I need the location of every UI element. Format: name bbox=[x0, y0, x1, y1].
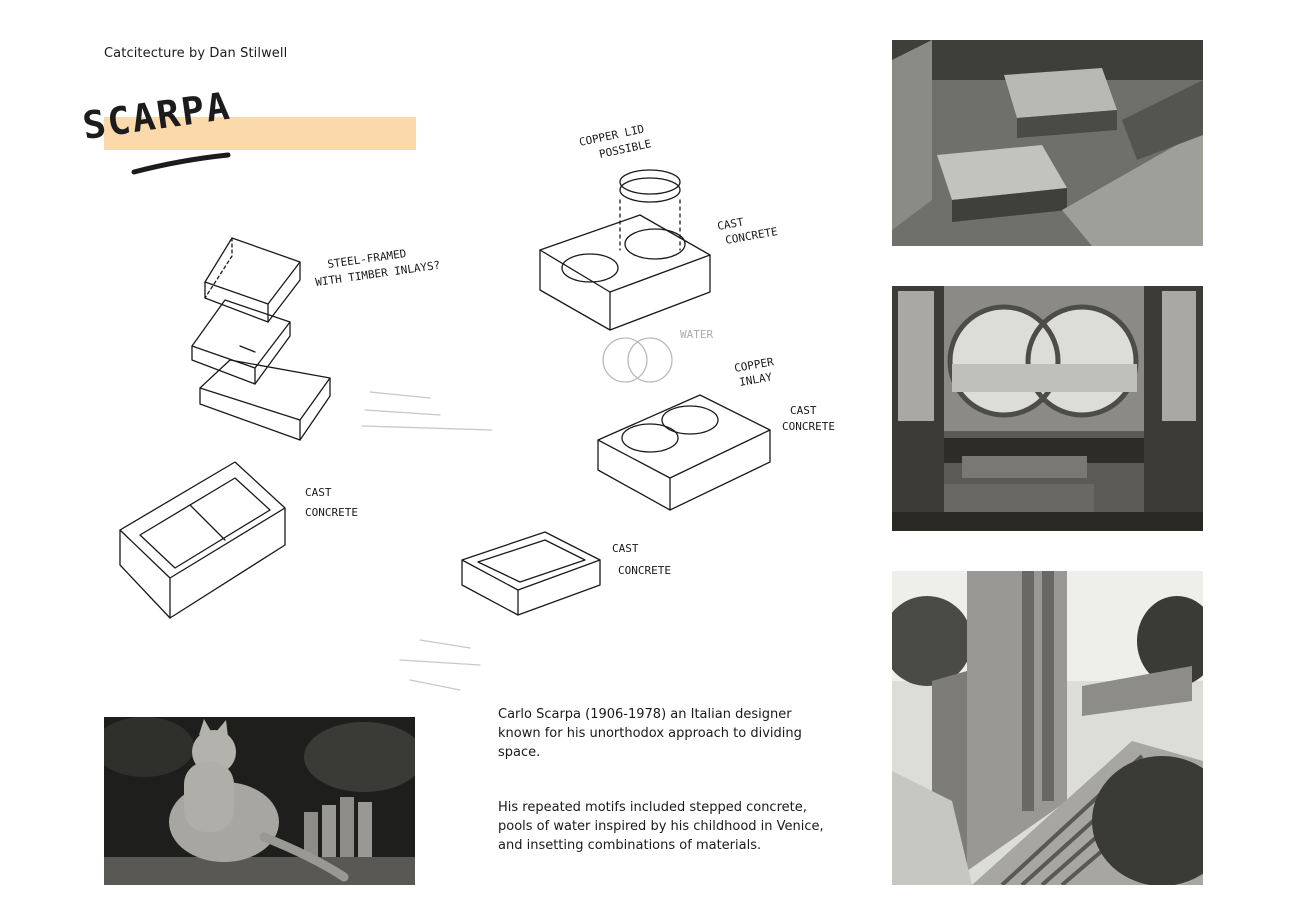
annotation-cast-small-1: CAST bbox=[612, 542, 639, 555]
annotation-cast-mid-1: CAST bbox=[790, 404, 817, 417]
faint-notes bbox=[361, 391, 493, 691]
annotation-cast-top-1: CAST bbox=[716, 215, 745, 232]
description-paragraph-1: Carlo Scarpa (1906-1978) an Italian desi… bbox=[498, 707, 802, 760]
steel-boxes-sketch bbox=[191, 237, 331, 441]
annotation-copper-inlay-2: INLAY bbox=[738, 370, 773, 389]
description-paragraph-2: His repeated motifs included stepped con… bbox=[498, 800, 824, 853]
annotation-cast-small-2: CONCRETE bbox=[618, 564, 671, 577]
concrete-block-mid-sketch bbox=[597, 394, 771, 511]
cat-on-fence-photo bbox=[104, 717, 415, 885]
concrete-block-top-sketch bbox=[539, 214, 711, 331]
double-circle-window-photo bbox=[892, 286, 1203, 531]
title-underline bbox=[131, 152, 231, 175]
sketch-area: COPPER LID POSSIBLE STEEL-FRAMED WITH TI… bbox=[119, 122, 835, 691]
concrete-trough-left-sketch bbox=[119, 461, 286, 619]
annotation-cast-left-1: CAST bbox=[305, 486, 332, 499]
stepped-concrete-photo bbox=[892, 40, 1203, 246]
concrete-trough-small-sketch bbox=[461, 531, 601, 616]
lid-sketch bbox=[619, 169, 681, 251]
annotation-water: WATER bbox=[680, 328, 713, 341]
annotation-cast-mid-2: CONCRETE bbox=[782, 420, 835, 433]
annotation-cast-left-2: CONCRETE bbox=[305, 506, 358, 519]
byline: Catcitecture by Dan Stilwell bbox=[104, 46, 288, 61]
stepped-wall-photo bbox=[892, 571, 1203, 885]
title-highlight bbox=[104, 117, 416, 150]
venn-sketch bbox=[602, 337, 673, 383]
